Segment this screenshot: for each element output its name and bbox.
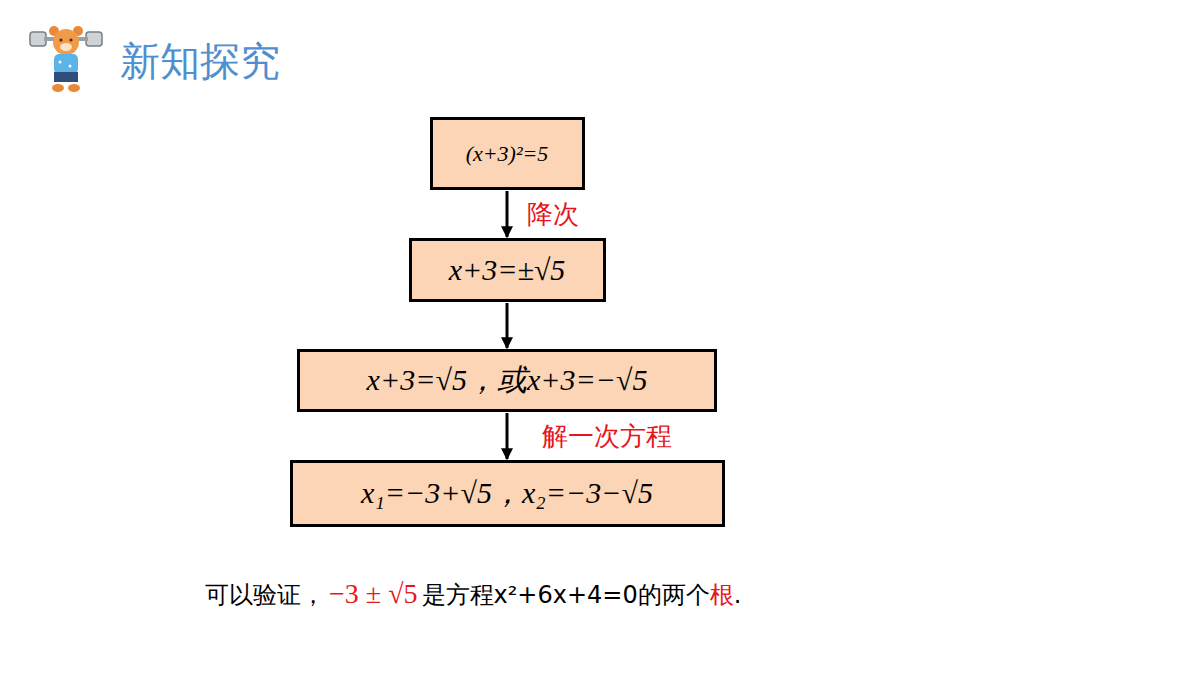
- step-label: 降次: [525, 197, 581, 232]
- formula-box: (x+3)²=5: [430, 117, 585, 190]
- formula-box: x₁=−3+√5，x₂=−3−√5: [290, 460, 725, 527]
- conclusion-text: 根: [710, 581, 734, 609]
- conclusion-text: .: [734, 581, 742, 609]
- conclusion-text: 是方程x²+6x+4=0的两个: [422, 581, 710, 609]
- flow-arrow: [506, 303, 509, 348]
- flow-arrow: [506, 191, 509, 237]
- bear-icon: [28, 22, 104, 94]
- flow-arrow: [506, 413, 509, 459]
- conclusion-line: 可以验证，−3 ± √5是方程x²+6x+4=0的两个根.: [205, 578, 741, 611]
- conclusion-text: 可以验证，: [205, 581, 325, 609]
- slide-title: 新知探究: [120, 34, 280, 89]
- conclusion-text: −3 ± √5: [329, 578, 418, 609]
- formula-box: x+3=√5，或x+3=−√5: [297, 349, 717, 412]
- formula-text: (x+3)²=5: [466, 141, 549, 167]
- formula-box: x+3=±√5: [409, 238, 606, 302]
- formula-text: x₁=−3+√5，x₂=−3−√5: [361, 473, 653, 514]
- formula-text: x+3=±√5: [449, 253, 566, 287]
- step-label: 解一次方程: [540, 419, 674, 454]
- formula-text: x+3=√5，或x+3=−√5: [367, 360, 648, 401]
